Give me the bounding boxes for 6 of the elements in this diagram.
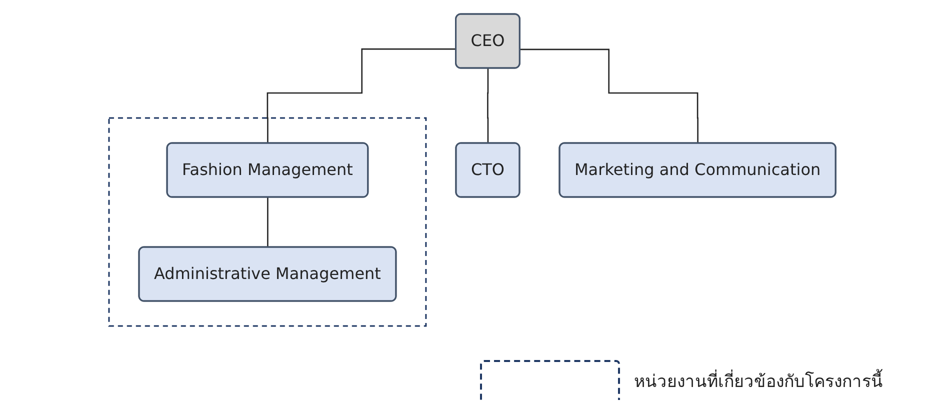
connector [267,196,269,248]
connector [267,48,456,144]
cluster [108,117,427,327]
connector [520,48,699,144]
connector [487,68,490,144]
legend-text: หน่วยงานที่เกี่ยวข้องกับโครงการนี้ [634,366,883,394]
